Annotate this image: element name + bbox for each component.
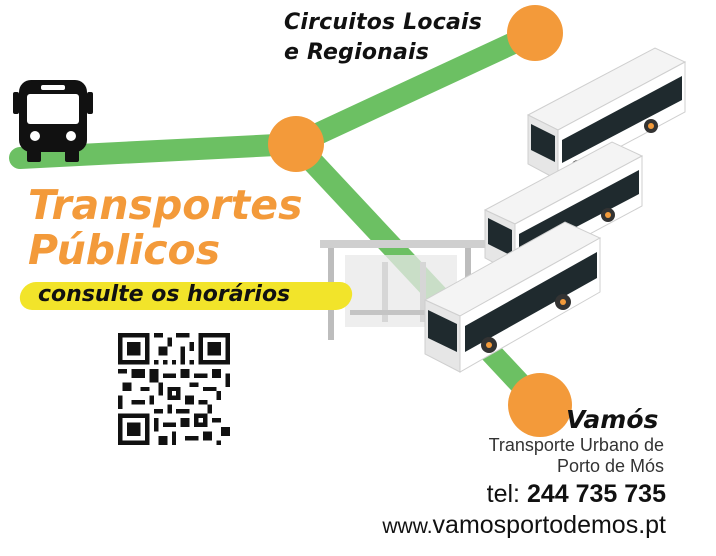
route-node-south bbox=[508, 373, 572, 437]
headline-line1: Transportes bbox=[28, 181, 303, 229]
operator-desc-line1: Transporte Urbano de bbox=[488, 435, 664, 455]
route-label-line1: Circuitos Locais bbox=[284, 10, 483, 35]
phone[interactable]: tel: 244 735 735 bbox=[487, 478, 666, 510]
route-line-north bbox=[285, 22, 546, 155]
route-node-north bbox=[507, 5, 563, 61]
headline-line2: Públicos bbox=[28, 226, 221, 274]
qr-code[interactable] bbox=[118, 333, 230, 445]
phone-label: tel: bbox=[486, 480, 521, 508]
tagline: consulte os horários bbox=[38, 282, 291, 307]
route-label-line2: e Regionais bbox=[284, 40, 430, 65]
headline: Transportes Públicos bbox=[28, 183, 303, 273]
website-domain: vamosportodemos.pt bbox=[432, 511, 666, 539]
route-node-center bbox=[268, 116, 324, 172]
operator-name: Vamós bbox=[566, 405, 659, 434]
operator-desc-line2: Porto de Mós bbox=[556, 456, 664, 476]
bus bbox=[423, 221, 602, 373]
route-label: Circuitos Locais e Regionais bbox=[284, 8, 482, 68]
phone-number: 244 735 735 bbox=[526, 480, 666, 508]
bus bbox=[526, 47, 687, 181]
website-prefix: www. bbox=[382, 515, 433, 538]
website-link[interactable]: www.vamosportodemos.pt bbox=[382, 509, 666, 543]
bus-icon bbox=[13, 80, 93, 162]
